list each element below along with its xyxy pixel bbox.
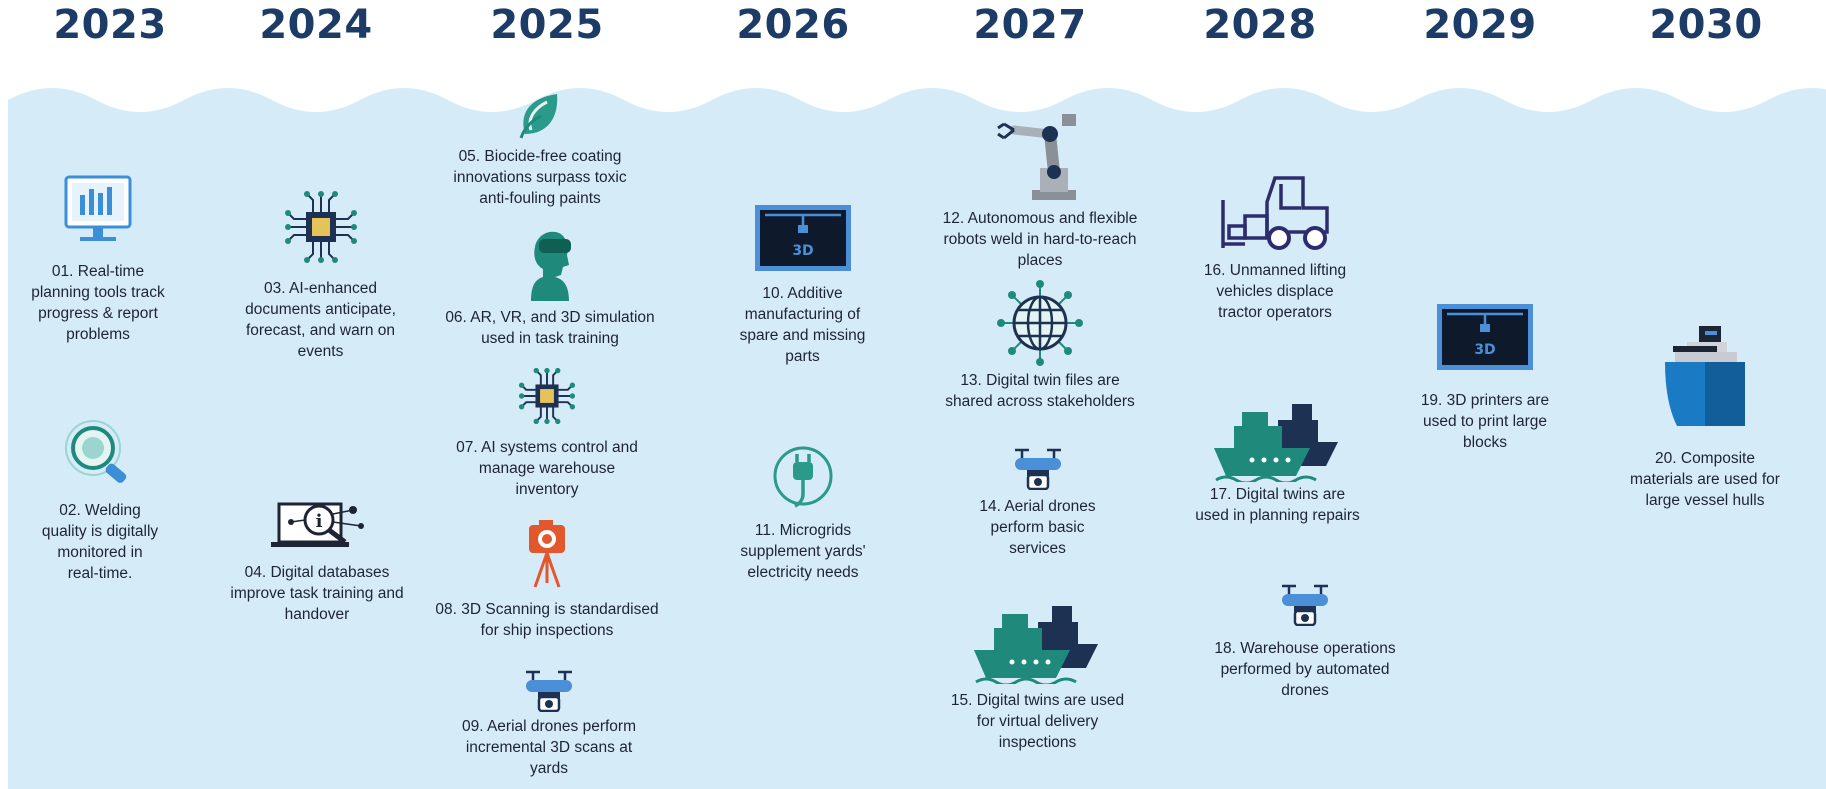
milestone-label: 10. Additive manufacturing of spare and …: [739, 285, 866, 365]
year-2024: 2024: [259, 2, 373, 48]
camera-tripod-icon: [529, 520, 565, 588]
year-2026: 2026: [736, 2, 850, 48]
milestone-label: 04. Digital databases improve task train…: [230, 564, 404, 623]
magnifier-icon: [65, 420, 127, 483]
milestone-17: 17. Digital twins are used in planning r…: [1195, 390, 1360, 526]
milestone-20: 20. Composite materials are used for lar…: [1625, 322, 1785, 511]
globe-network-icon: [997, 280, 1083, 366]
milestone-label: 14. Aerial drones perform basic services: [979, 498, 1096, 557]
3d-printer-icon: 3D: [1437, 304, 1533, 370]
milestone-04: i 04. Digital databases improve task tra…: [222, 500, 412, 625]
3d-print-mark: 3D: [792, 243, 813, 259]
ai-chip-icon: [284, 191, 357, 263]
milestone-label: 13. Digital twin files are shared across…: [945, 372, 1135, 410]
milestone-label: 16. Unmanned lifting vehicles displace t…: [1203, 262, 1347, 321]
milestone-label: 03. AI-enhanced documents anticipate, fo…: [245, 280, 396, 360]
milestone-label: 01. Real-time planning tools track progr…: [31, 263, 165, 343]
year-2025: 2025: [490, 2, 604, 48]
milestone-label: 12. Autonomous and flexible robots weld …: [942, 210, 1138, 269]
milestone-18: 18. Warehouse operations performed by au…: [1210, 580, 1400, 701]
year-2030: 2030: [1649, 2, 1763, 48]
robot-arm-icon: [997, 114, 1076, 200]
ai-chip-icon: [518, 367, 576, 425]
milestone-label: 11. Microgrids supplement yards' electri…: [740, 522, 866, 581]
milestone-13: 13. Digital twin files are shared across…: [935, 280, 1145, 412]
milestone-03: 03. AI-enhanced documents anticipate, fo…: [228, 188, 413, 362]
year-2023: 2023: [53, 2, 167, 48]
drone-camera-icon: [526, 670, 572, 712]
year-2028: 2028: [1203, 2, 1317, 48]
milestone-06: 06. AR, VR, and 3D simulation used in ta…: [430, 225, 670, 349]
leaf-icon: [519, 94, 558, 139]
milestone-label: 08. 3D Scanning is standardised for ship…: [435, 601, 659, 639]
milestone-label: 17. Digital twins are used in planning r…: [1195, 486, 1360, 524]
year-2027: 2027: [973, 2, 1087, 48]
twin-ships-icon: [1213, 404, 1338, 482]
milestone-16: 16. Unmanned lifting vehicles displace t…: [1200, 172, 1350, 323]
plug-icon: [773, 446, 833, 508]
milestone-label: 18. Warehouse operations performed by au…: [1214, 640, 1396, 699]
milestone-08: 08. 3D Scanning is standardised for ship…: [432, 517, 662, 641]
year-2029: 2029: [1423, 2, 1537, 48]
milestone-01: 01. Real-time planning tools track progr…: [28, 175, 168, 345]
milestone-label: 20. Composite materials are used for lar…: [1630, 450, 1780, 509]
monitor-chart-icon: [64, 175, 132, 241]
milestone-02: 02. Welding quality is digitally monitor…: [40, 418, 160, 584]
drone-camera-icon: [1014, 448, 1061, 490]
milestone-label: 02. Welding quality is digitally monitor…: [41, 502, 159, 582]
twin-ships-icon: [973, 606, 1098, 684]
milestone-label: 05. Biocide-free coating innovations sur…: [453, 148, 627, 207]
milestone-15: 15. Digital twins are used for virtual d…: [950, 592, 1125, 753]
milestone-12: 12. Autonomous and flexible robots weld …: [940, 110, 1140, 271]
milestone-14: 14. Aerial drones perform basic services: [960, 444, 1115, 559]
3d-printer-icon: 3D: [754, 205, 851, 271]
milestone-19: 3D 19. 3D printers are used to print lar…: [1410, 302, 1560, 453]
milestone-label: 07. AI systems control and manage wareho…: [456, 439, 638, 498]
milestone-label: 19. 3D printers are used to print large …: [1420, 392, 1550, 451]
milestone-label: 06. AR, VR, and 3D simulation used in ta…: [445, 309, 655, 347]
milestone-05: 05. Biocide-free coating innovations sur…: [440, 90, 640, 209]
svg-text:i: i: [316, 511, 323, 532]
3d-print-mark: 3D: [1474, 342, 1495, 358]
milestone-label: 15. Digital twins are used for virtual d…: [950, 692, 1125, 751]
milestone-11: 11. Microgrids supplement yards' electri…: [728, 444, 878, 583]
drone-camera-icon: [1282, 584, 1328, 626]
forklift-icon: [1221, 176, 1329, 250]
laptop-info-icon: i: [271, 502, 364, 547]
milestone-07: 07. AI systems control and manage wareho…: [452, 365, 642, 500]
ship-hull-icon: [1665, 326, 1745, 426]
milestone-10: 3D 10. Additive manufacturing of spare a…: [725, 203, 880, 367]
milestone-label: 09. Aerial drones perform incremental 3D…: [461, 718, 637, 777]
vr-headset-person-icon: [531, 231, 571, 301]
milestone-09: 09. Aerial drones perform incremental 3D…: [459, 666, 639, 779]
